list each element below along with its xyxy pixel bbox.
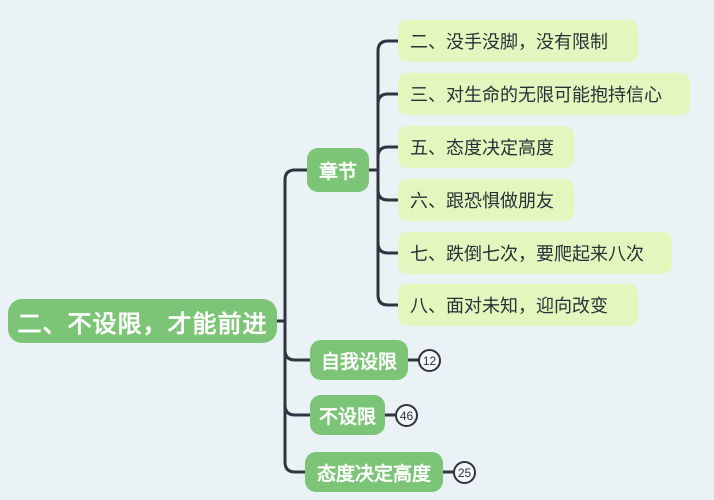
count-badge-attitude-determines-height-value: 25	[457, 465, 472, 480]
branch-node-self-limitation[interactable]: 自我设限	[310, 340, 408, 380]
leaf-node-chapter-3-label: 三、对生命的无限可能抱持信心	[410, 85, 662, 105]
branch-node-chapters-label: 章节	[319, 161, 358, 183]
edge-chapters-to-leaf-4	[376, 168, 400, 202]
leaf-node-chapter-2[interactable]: 二、没手没脚，没有限制	[398, 20, 638, 62]
count-badge-self-limitation-value: 12	[422, 353, 437, 368]
count-badge-attitude-determines-height[interactable]: 25	[453, 461, 476, 484]
leaf-node-chapter-6[interactable]: 六、跟恐惧做朋友	[398, 179, 574, 221]
leaf-node-chapter-5-label: 五、态度决定高度	[410, 138, 554, 158]
edge-root-to-attitude	[283, 319, 307, 474]
edge-root-to-no-limit	[283, 319, 312, 417]
edge-chapters-to-leaf-5	[376, 168, 400, 255]
branch-node-attitude-determines-height-label: 态度决定高度	[317, 463, 432, 485]
leaf-node-chapter-2-label: 二、没手没脚，没有限制	[410, 32, 608, 52]
edge-chapters-to-leaf-3	[376, 145, 400, 172]
branch-node-no-limitation[interactable]: 不设限	[310, 395, 385, 435]
leaf-node-chapter-8[interactable]: 八、面对未知，迎向改变	[398, 284, 638, 326]
leaf-node-chapter-7-label: 七、跌倒七次，要爬起来八次	[410, 244, 644, 264]
leaf-node-chapter-3[interactable]: 三、对生命的无限可能抱持信心	[398, 73, 690, 115]
edge-root-to-chapters	[283, 168, 309, 323]
branch-node-self-limitation-label: 自我设限	[321, 351, 398, 373]
leaf-node-chapter-8-label: 八、面对未知，迎向改变	[410, 296, 608, 316]
leaf-node-chapter-6-label: 六、跟恐惧做朋友	[410, 191, 554, 211]
edge-chapters-to-leaf-6	[376, 168, 400, 307]
count-badge-no-limitation[interactable]: 46	[395, 404, 418, 427]
leaf-node-chapter-5[interactable]: 五、态度决定高度	[398, 126, 574, 168]
edge-chapters-to-leaf-1	[367, 39, 400, 172]
root-node-label: 二、不设限，才能前进	[17, 310, 268, 338]
edge-chapters-to-leaf-2	[376, 92, 400, 172]
root-node[interactable]: 二、不设限，才能前进	[8, 299, 277, 343]
count-badge-no-limitation-value: 46	[399, 408, 414, 423]
branch-node-attitude-determines-height[interactable]: 态度决定高度	[305, 452, 443, 492]
branch-node-chapters[interactable]: 章节	[307, 148, 369, 192]
edge-root-to-self-limit	[283, 319, 312, 362]
count-badge-self-limitation[interactable]: 12	[418, 349, 441, 372]
branch-node-no-limitation-label: 不设限	[319, 406, 377, 428]
leaf-node-chapter-7[interactable]: 七、跌倒七次，要爬起来八次	[398, 232, 672, 274]
